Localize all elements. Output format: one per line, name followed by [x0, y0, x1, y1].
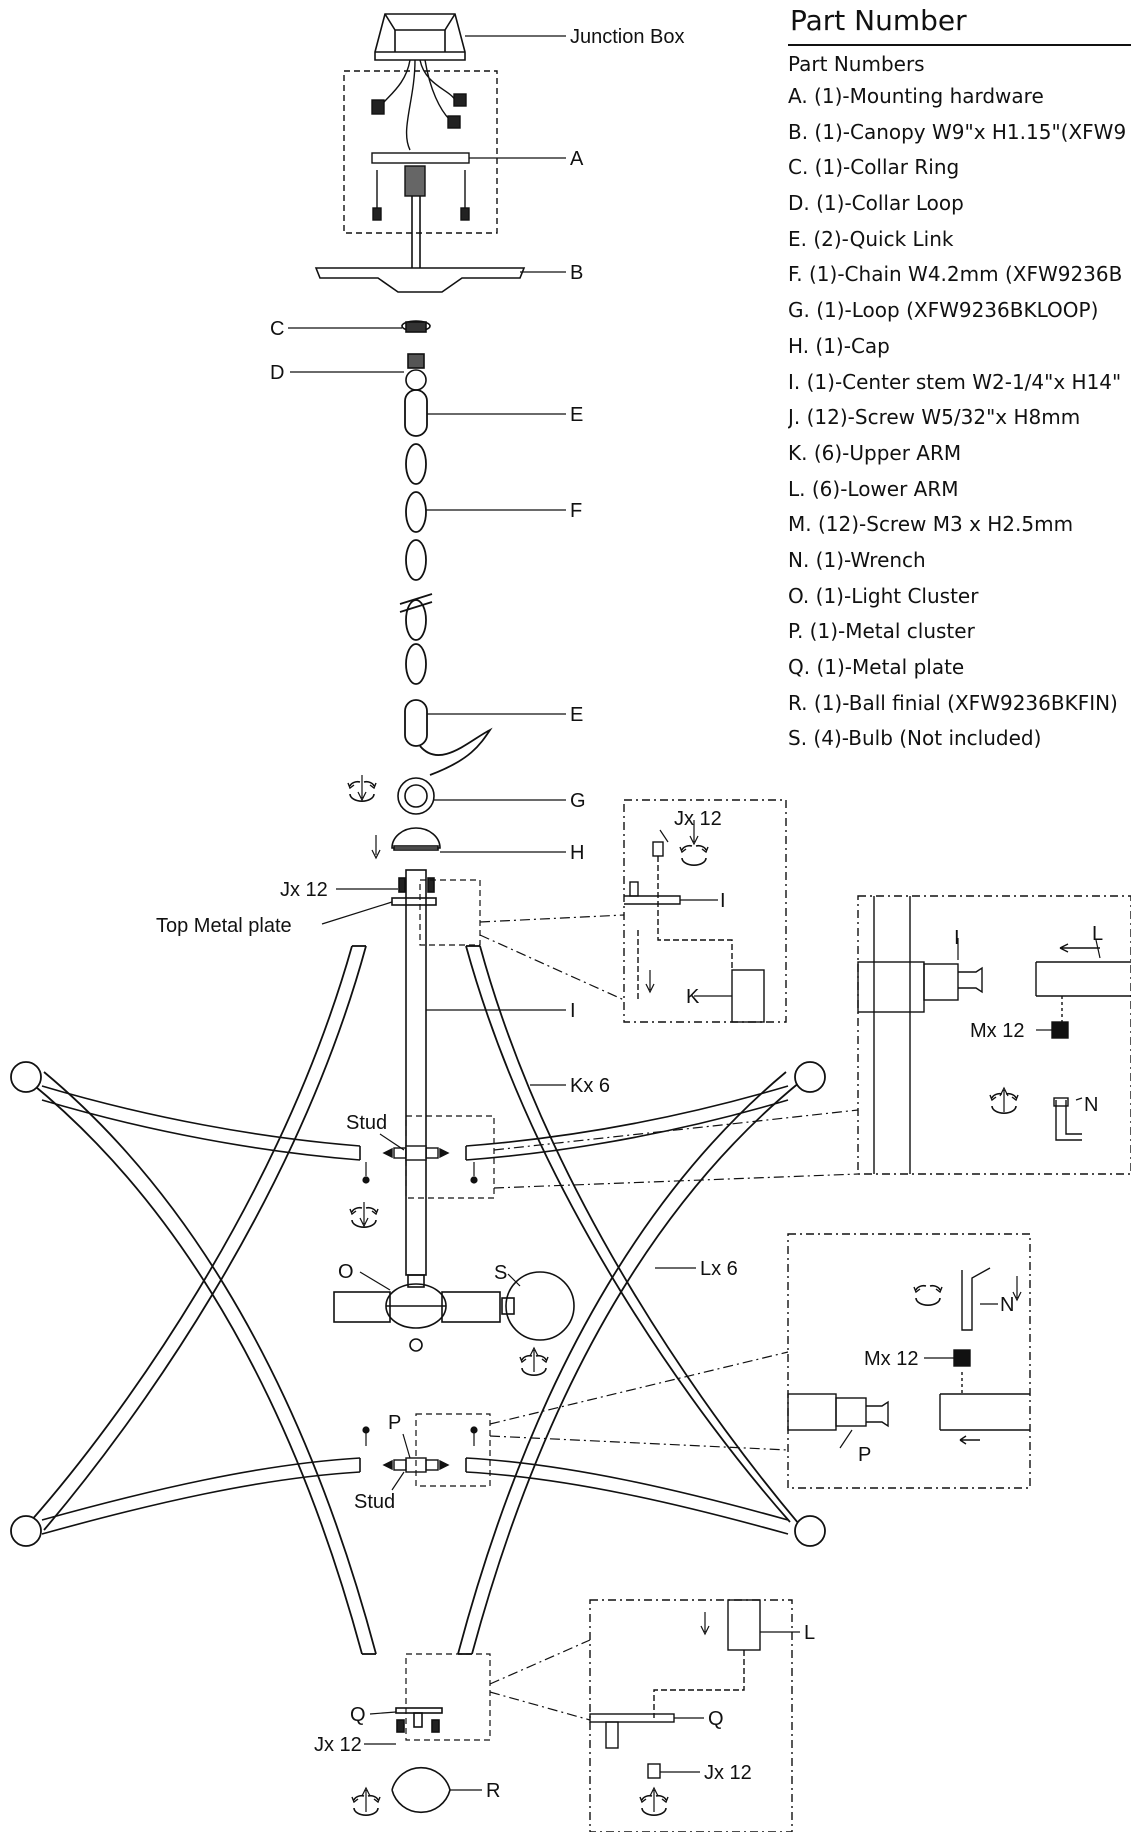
callout-c: C: [270, 318, 284, 340]
callout-junction-box: Junction Box: [570, 26, 685, 48]
horizontal-arm-segments: [41, 1085, 789, 1535]
list-item: Q. (1)-Metal plate: [788, 655, 965, 679]
screw-m-markers: [362, 1162, 478, 1446]
list-item: C. (1)-Collar Ring: [788, 155, 960, 180]
callout-s: S: [494, 1262, 507, 1284]
detail-panel-bottom: [589, 1599, 793, 1832]
detail-panel-middle: [857, 895, 1131, 1175]
list-item: O. (1)-Light Cluster: [788, 583, 979, 608]
center-stem: [391, 869, 437, 1276]
list-item: E. (2)-Quick Link: [788, 226, 954, 251]
lower-arms: [29, 1071, 801, 1655]
callout-detail2-i: I: [954, 927, 960, 949]
callout-a: A: [570, 148, 584, 170]
loop-and-cap: [391, 777, 441, 851]
parts-list: A. (1)-Mounting hardware B. (1)-Canopy W…: [788, 84, 1126, 760]
list-item: G. (1)-Loop (XFW9236BKLOOP): [788, 298, 1099, 323]
callout-jx12-main: Jx 12: [280, 879, 328, 901]
light-cluster: [333, 1271, 575, 1352]
list-item: S. (4)-Bulb (Not included): [788, 726, 1042, 751]
parts-list-title: Part Number: [790, 4, 967, 37]
list-item: L. (6)-Lower ARM: [788, 476, 959, 501]
list-item: J. (12)-Screw W5/32"x H8mm: [788, 405, 1081, 430]
parts-list-subtitle: Part Numbers: [788, 52, 925, 76]
list-item: F. (1)-Chain W4.2mm (XFW9236B: [788, 262, 1123, 287]
callout-detail3-mx12: Mx 12: [864, 1348, 918, 1370]
callout-r: R: [486, 1780, 500, 1802]
callout-e-top: E: [570, 404, 583, 426]
junction-box: [374, 13, 466, 61]
callout-kx6: Kx 6: [570, 1075, 610, 1097]
callout-stud-upper: Stud: [346, 1112, 387, 1134]
title-divider: [788, 44, 1131, 46]
callout-detail3-p: P: [858, 1444, 871, 1466]
callout-e-bottom: E: [570, 704, 583, 726]
bottom-plate-and-finial: [391, 1707, 451, 1814]
callout-d: D: [270, 362, 284, 384]
callout-detail4-q: Q: [708, 1708, 724, 1730]
list-item: N. (1)-Wrench: [788, 547, 926, 572]
detail-panel-lower: [787, 1233, 1031, 1489]
list-item: B. (1)-Canopy W9"x H1.15"(XFW9: [788, 119, 1127, 144]
callout-q-main: Q: [350, 1704, 366, 1726]
callout-detail4-jx12: Jx 12: [704, 1762, 752, 1784]
callout-detail2-l: L: [1092, 923, 1103, 945]
callout-lx6: Lx 6: [700, 1258, 738, 1280]
direction-arrows: [357, 775, 1022, 1812]
callout-jx12-bottom: Jx 12: [314, 1734, 362, 1756]
list-item: R. (1)-Ball finial (XFW9236BKFIN): [788, 690, 1118, 715]
list-item: I. (1)-Center stem W2-1/4"x H14": [788, 369, 1122, 394]
list-item: K. (6)-Upper ARM: [788, 440, 962, 465]
callout-detail2-n: N: [1084, 1094, 1098, 1116]
collar-ring-and-loop: [401, 320, 431, 391]
callout-h: H: [570, 842, 584, 864]
callout-leader-lines: [288, 35, 1101, 1791]
arm-end-balls: [10, 1061, 826, 1547]
rotate-icon: [347, 780, 1019, 1816]
detail-panel-top: [623, 799, 787, 1023]
list-item: H. (1)-Cap: [788, 333, 890, 358]
list-item: P. (1)-Metal cluster: [788, 619, 975, 644]
callout-i-main: I: [570, 1000, 576, 1022]
callout-b: B: [570, 262, 583, 284]
chain: [399, 389, 493, 776]
parts-list-panel: Part Number Part Numbers A. (1)-Mounting…: [788, 0, 1131, 760]
callout-detail1-i: I: [720, 890, 726, 912]
callout-stud-lower: Stud: [354, 1491, 395, 1513]
list-item: M. (12)-Screw M3 x H2.5mm: [788, 512, 1074, 537]
callout-detail1-k: K: [686, 986, 700, 1008]
callout-f: F: [570, 500, 582, 522]
callout-top-metal-plate: Top Metal plate: [156, 915, 292, 937]
callout-g: G: [570, 790, 586, 812]
callout-o: O: [338, 1261, 354, 1283]
detail-reference-boxes: [405, 879, 495, 1741]
detail-connector-lines: [479, 914, 859, 1721]
callout-detail2-mx12: Mx 12: [970, 1020, 1024, 1042]
list-item: A. (1)-Mounting hardware: [788, 84, 1044, 108]
list-item: D. (1)-Collar Loop: [788, 191, 964, 216]
callout-labels: Junction Box A B C D E F E G H Jx 12 Top…: [156, 26, 1103, 1802]
callout-detail3-n: N: [1000, 1294, 1014, 1316]
callout-detail1-jx12: Jx 12: [674, 808, 722, 830]
canopy: [314, 196, 526, 293]
upper-arms: [29, 945, 805, 1531]
callout-p-main: P: [388, 1412, 401, 1434]
callout-detail4-l: L: [804, 1622, 815, 1644]
